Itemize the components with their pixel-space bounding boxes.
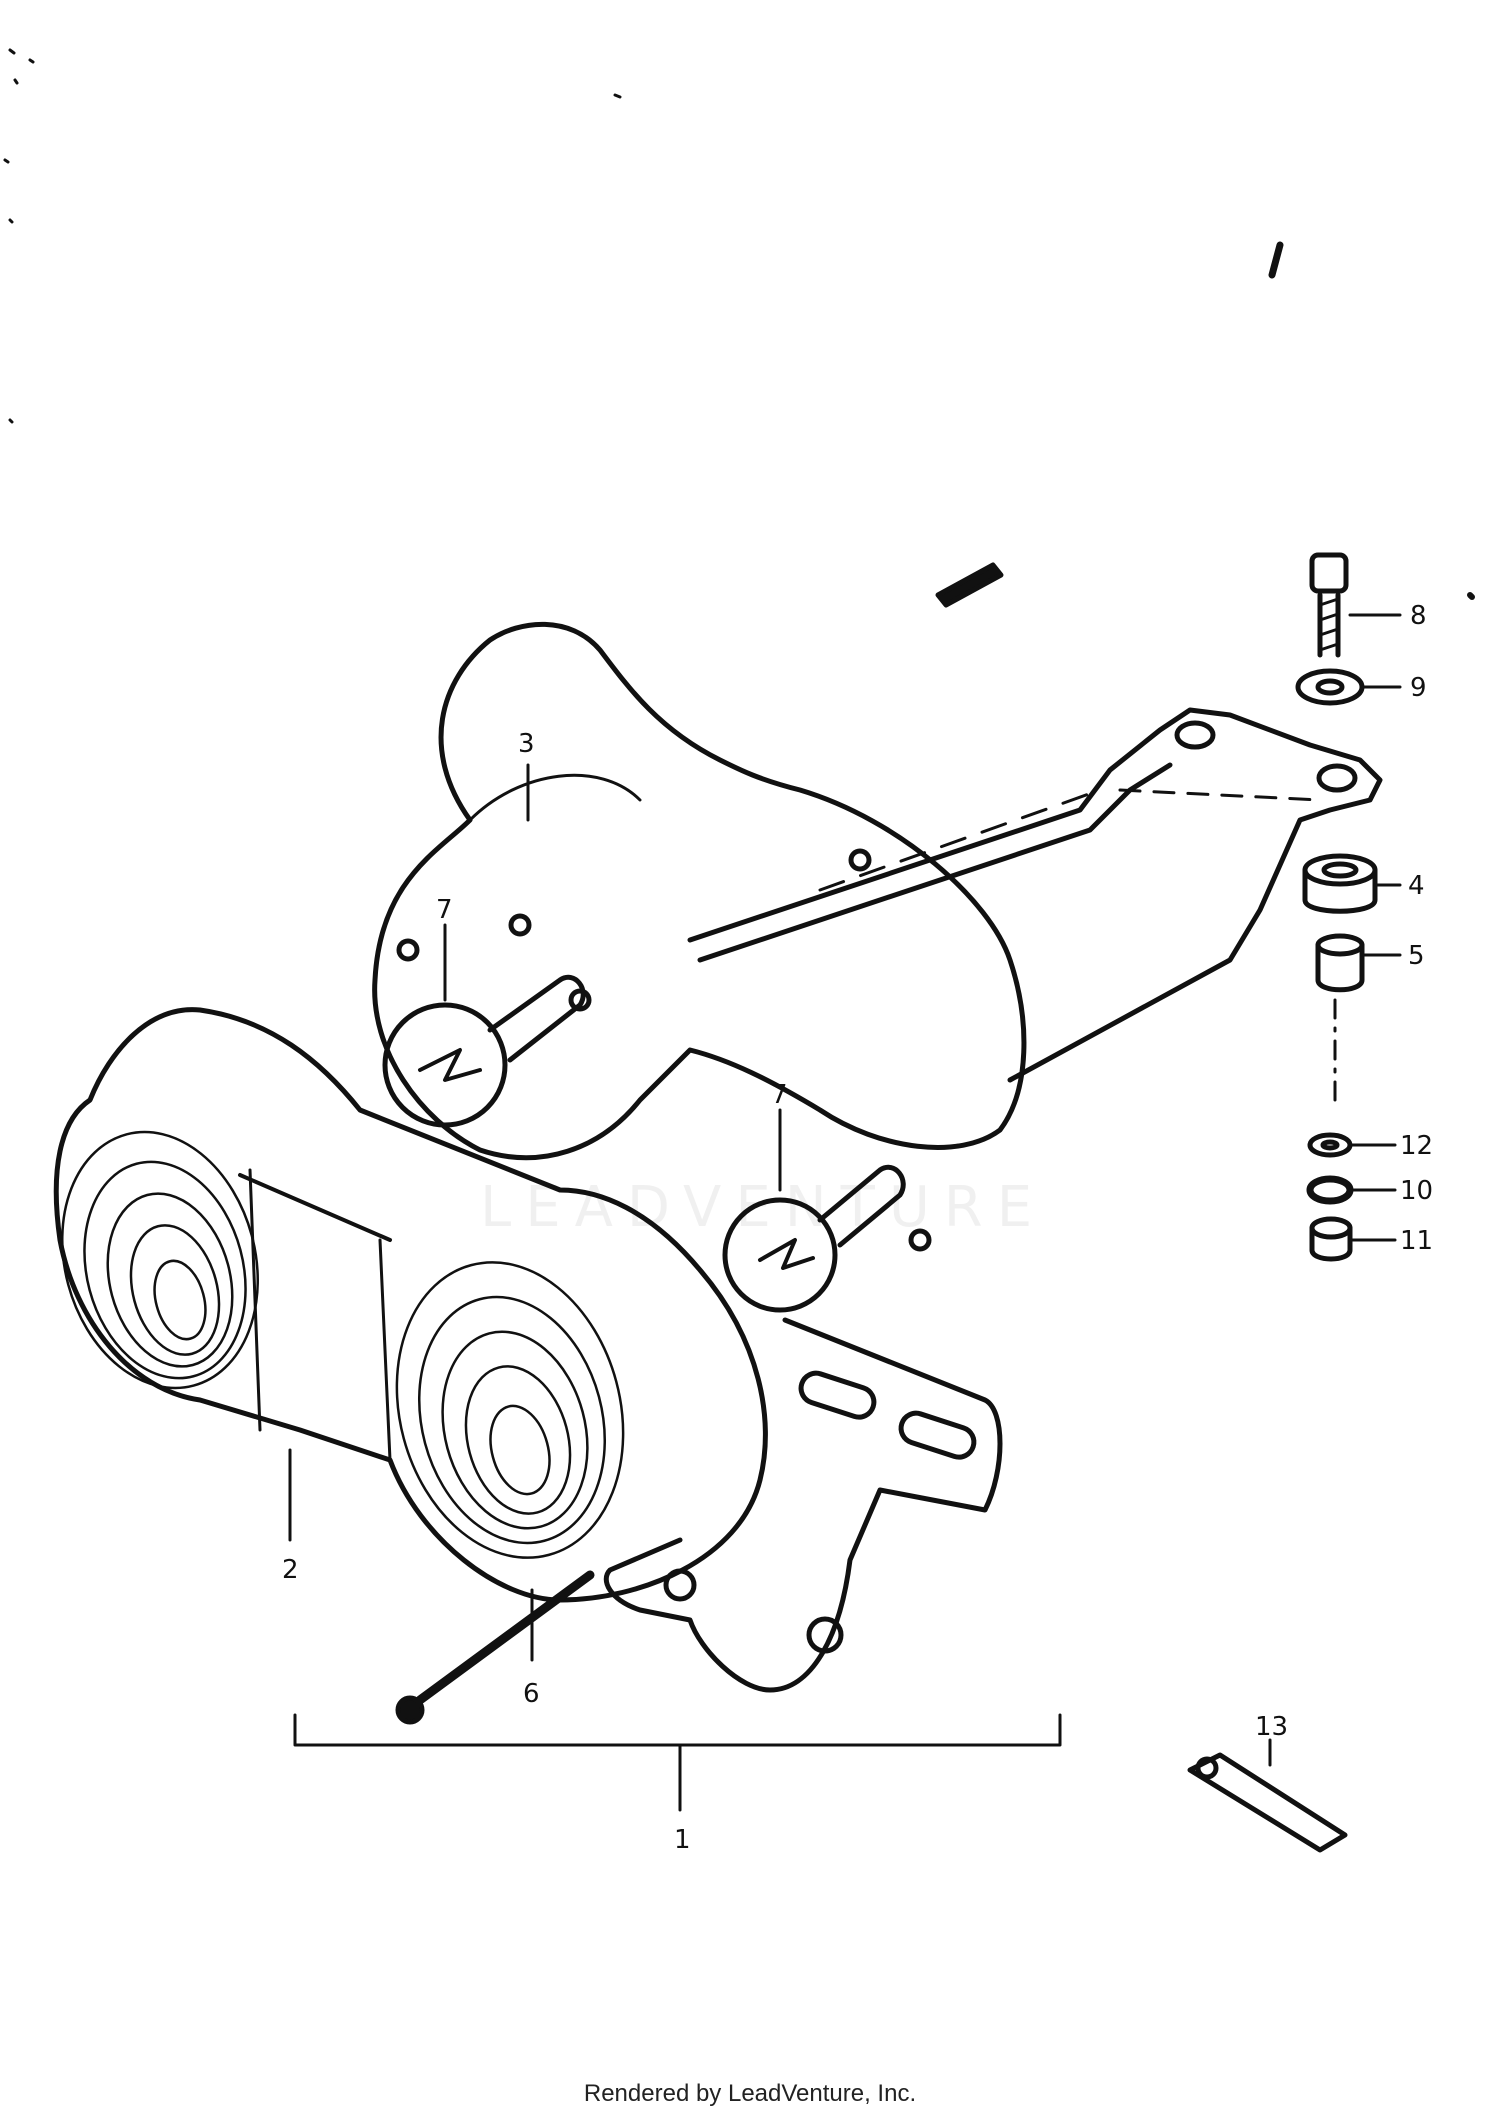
cushion-rubber xyxy=(1302,853,1378,914)
callout-1: 1 xyxy=(674,1825,691,1855)
callout-13: 13 xyxy=(1255,1712,1288,1742)
callout-9: 9 xyxy=(1410,673,1427,703)
bulb-left xyxy=(382,975,586,1128)
callout-7-left: 7 xyxy=(436,895,453,925)
harness-clamp xyxy=(1187,1752,1348,1853)
tail-light-bracket xyxy=(687,707,1383,1083)
lens-screw xyxy=(395,1570,595,1725)
tail-light-lens xyxy=(53,1007,768,1603)
license-plate-mount xyxy=(603,1317,1003,1693)
bulb-right xyxy=(722,1165,906,1313)
leader-lines xyxy=(288,613,1402,1812)
callout-10: 10 xyxy=(1400,1176,1433,1206)
callout-11: 11 xyxy=(1400,1226,1433,1256)
callout-labels: 8 9 4 5 12 10 11 3 7 7 2 6 1 13 xyxy=(282,601,1433,1855)
callout-5: 5 xyxy=(1408,941,1425,971)
callout-12: 12 xyxy=(1400,1131,1433,1161)
callout-6: 6 xyxy=(523,1679,540,1709)
callout-7-right: 7 xyxy=(771,1080,788,1110)
callout-8: 8 xyxy=(1410,601,1427,631)
reference-arrow xyxy=(935,562,1004,608)
bolt xyxy=(1309,552,1349,658)
nut xyxy=(1309,1216,1353,1262)
lamp-housing-plate xyxy=(372,621,1027,1252)
scan-marks xyxy=(3,48,1475,600)
spacer xyxy=(1315,933,1365,993)
callout-2: 2 xyxy=(282,1555,299,1585)
footer-credit: Rendered by LeadVenture, Inc. xyxy=(583,2080,917,2107)
callout-4: 4 xyxy=(1408,871,1425,901)
washer xyxy=(1295,668,1365,706)
lock-washer xyxy=(1306,1175,1354,1205)
flat-washer xyxy=(1307,1132,1353,1158)
callout-3: 3 xyxy=(518,729,535,759)
